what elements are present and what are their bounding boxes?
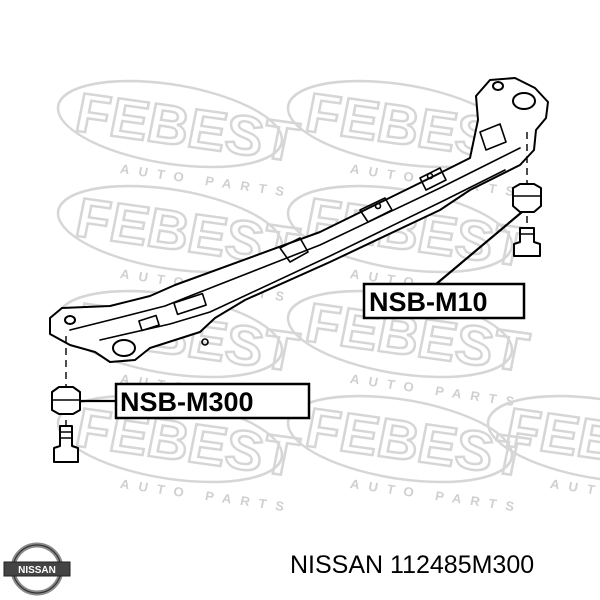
logo-text: NISSAN	[18, 565, 56, 576]
nissan-logo-icon: NISSAN	[3, 542, 71, 596]
bolt-hole-right-top	[492, 81, 504, 91]
crossmember-body	[49, 77, 549, 363]
leader-line	[434, 211, 523, 286]
bushing-right	[512, 183, 542, 213]
watermark-sub: AUTO PARTS	[549, 476, 600, 515]
rivet-mark	[201, 338, 209, 346]
bolt-right	[513, 227, 541, 257]
crossmember-ridge	[69, 147, 521, 331]
bracket-feature	[419, 167, 447, 191]
mount-assembly-right	[512, 132, 542, 257]
label-box	[114, 382, 311, 420]
bracket-feature	[279, 237, 309, 263]
callout-nsb-m10: NSB-M10	[362, 211, 526, 320]
rivet-mark	[374, 202, 382, 210]
bracket-feature	[479, 123, 507, 151]
part-number-label: NSB-M10	[369, 287, 488, 317]
bolt-hole-left-top	[64, 315, 76, 325]
mount-hole-left	[112, 339, 136, 357]
rivet-mark	[426, 172, 434, 180]
watermark-tile: FEBEST AUTO PARTS	[56, 79, 303, 200]
watermark-brand: FEBEST	[76, 80, 301, 174]
mount-hole-right	[512, 92, 536, 110]
callout-nsb-m300: NSB-M300	[80, 382, 311, 420]
crossmember-part	[49, 77, 549, 363]
slot-feature	[138, 314, 160, 332]
part-number-label: NSB-M300	[120, 387, 254, 417]
crossmember-ridge-lower	[99, 169, 506, 341]
slot-feature	[173, 292, 207, 316]
mount-assembly-left	[51, 336, 81, 465]
label-box	[362, 282, 526, 320]
bracket-feature	[359, 197, 393, 223]
part-caption: NISSAN 112485M300	[290, 551, 535, 579]
